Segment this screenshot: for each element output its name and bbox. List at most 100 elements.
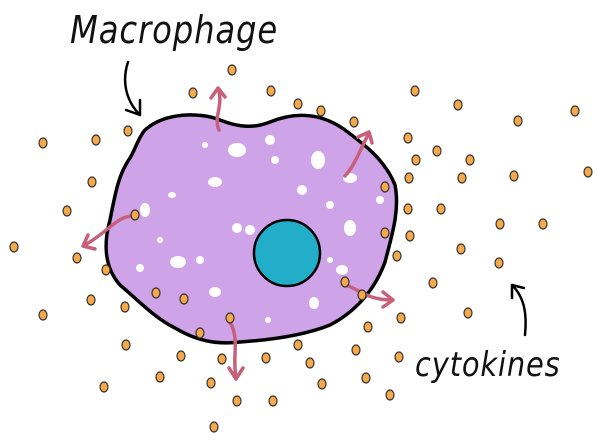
vacuole (196, 256, 204, 264)
cytokine-dot (176, 350, 186, 362)
cytokine-dot (436, 203, 446, 215)
cytokine-dot (457, 172, 467, 184)
vacuole (376, 196, 384, 204)
macrophage-label: Macrophage (70, 8, 279, 52)
cytokine-dot (349, 116, 359, 128)
cytokines-label: cytokines (415, 345, 561, 385)
cytokine-dot (261, 352, 271, 364)
macrophage-pointer-arrow (123, 60, 142, 117)
cytokine-dot (195, 327, 205, 339)
cytokine-dot (38, 309, 48, 321)
cytokine-dot (217, 353, 227, 365)
cell-vacuoles (136, 135, 384, 323)
vacuole (245, 225, 255, 235)
secretion-arrow (343, 130, 374, 178)
vacuole (228, 143, 246, 157)
cytokine-dot (151, 287, 161, 299)
pointer-arrows (123, 60, 527, 337)
cytokine-dot (91, 134, 101, 146)
cytokine-dot (293, 339, 303, 351)
cytokine-dot (86, 294, 96, 306)
cytokine-dot (357, 289, 367, 301)
cytokine-dot (120, 301, 130, 313)
cytokine-dot (453, 99, 463, 111)
vacuole (311, 151, 325, 169)
cytokine-dot (227, 64, 237, 76)
cytokine-dot (538, 218, 548, 230)
cytokine-dot (380, 181, 390, 193)
cytokine-dot (411, 154, 421, 166)
cytokine-dot (385, 389, 395, 401)
vacuole (157, 237, 163, 243)
cytokine-dot (62, 205, 72, 217)
cytokine-dot (405, 230, 415, 242)
cytokine-dot (9, 241, 19, 253)
vacuole (327, 257, 333, 263)
cytokine-dot (268, 395, 278, 407)
cytokine-dot (38, 137, 48, 149)
vacuole (202, 142, 208, 148)
vacuole (297, 185, 307, 195)
cytokine-dot (392, 250, 402, 262)
vacuole (265, 317, 271, 323)
cytokine-dot (179, 293, 189, 305)
vacuole (326, 201, 334, 209)
cytokine-dot (456, 243, 466, 255)
vacuole (271, 156, 279, 164)
secretion-arrow (209, 86, 227, 132)
vacuole (140, 203, 150, 217)
nucleus (252, 218, 322, 288)
secretion-arrow (227, 320, 245, 381)
cytokine-dot (380, 227, 390, 239)
cytokine-dot (396, 312, 406, 324)
vacuole (170, 256, 186, 268)
cytokine-dot (209, 421, 219, 433)
cytokine-dot (206, 377, 216, 389)
cytokine-dot (465, 154, 475, 166)
cytokine-dot (101, 264, 111, 276)
cytokine-dot (305, 357, 315, 369)
cytokine-dot (428, 277, 438, 289)
cytokine-dot (404, 172, 414, 184)
cytokine-dot (403, 203, 413, 215)
cytokine-dot (99, 381, 109, 393)
cytokine-dot (130, 209, 140, 221)
cytokine-dot (494, 257, 504, 269)
cytokines-pointer-arrow (510, 283, 527, 337)
cytokine-dot (87, 176, 97, 188)
vacuole (168, 192, 176, 198)
cytokine-dot (394, 351, 404, 363)
cytokine-dot (432, 145, 442, 157)
cytokine-dot (266, 85, 276, 97)
cytokine-dot (317, 378, 327, 390)
cytokine-dot (351, 344, 361, 356)
cytokine-dot (463, 307, 473, 319)
vacuole (208, 177, 222, 187)
cytokine-dot (513, 115, 523, 127)
cytokine-dot (340, 276, 350, 288)
vacuole (209, 287, 221, 297)
cytokine-dot (583, 166, 593, 178)
secretion-arrow (81, 214, 136, 251)
vacuole (309, 297, 319, 309)
vacuole (265, 135, 275, 145)
cytokine-dot (316, 105, 326, 117)
cytokine-dot (188, 87, 198, 99)
cytokine-dot (72, 252, 82, 264)
cytokine-dot (123, 125, 133, 137)
cytokine-dot (495, 218, 505, 230)
cytokine-dot (410, 85, 420, 97)
cytokine-dots (9, 64, 593, 433)
cytokine-dot (403, 132, 413, 144)
cytokine-dot (363, 321, 373, 333)
cytokine-dot (232, 395, 242, 407)
cytokine-dot (225, 312, 235, 324)
cytokine-dot (361, 372, 371, 384)
cytokine-dot (155, 371, 165, 383)
vacuole (136, 264, 144, 272)
cytokine-dot (509, 170, 519, 182)
vacuole (336, 265, 348, 275)
cytokine-dot (121, 339, 131, 351)
vacuole (344, 220, 356, 236)
